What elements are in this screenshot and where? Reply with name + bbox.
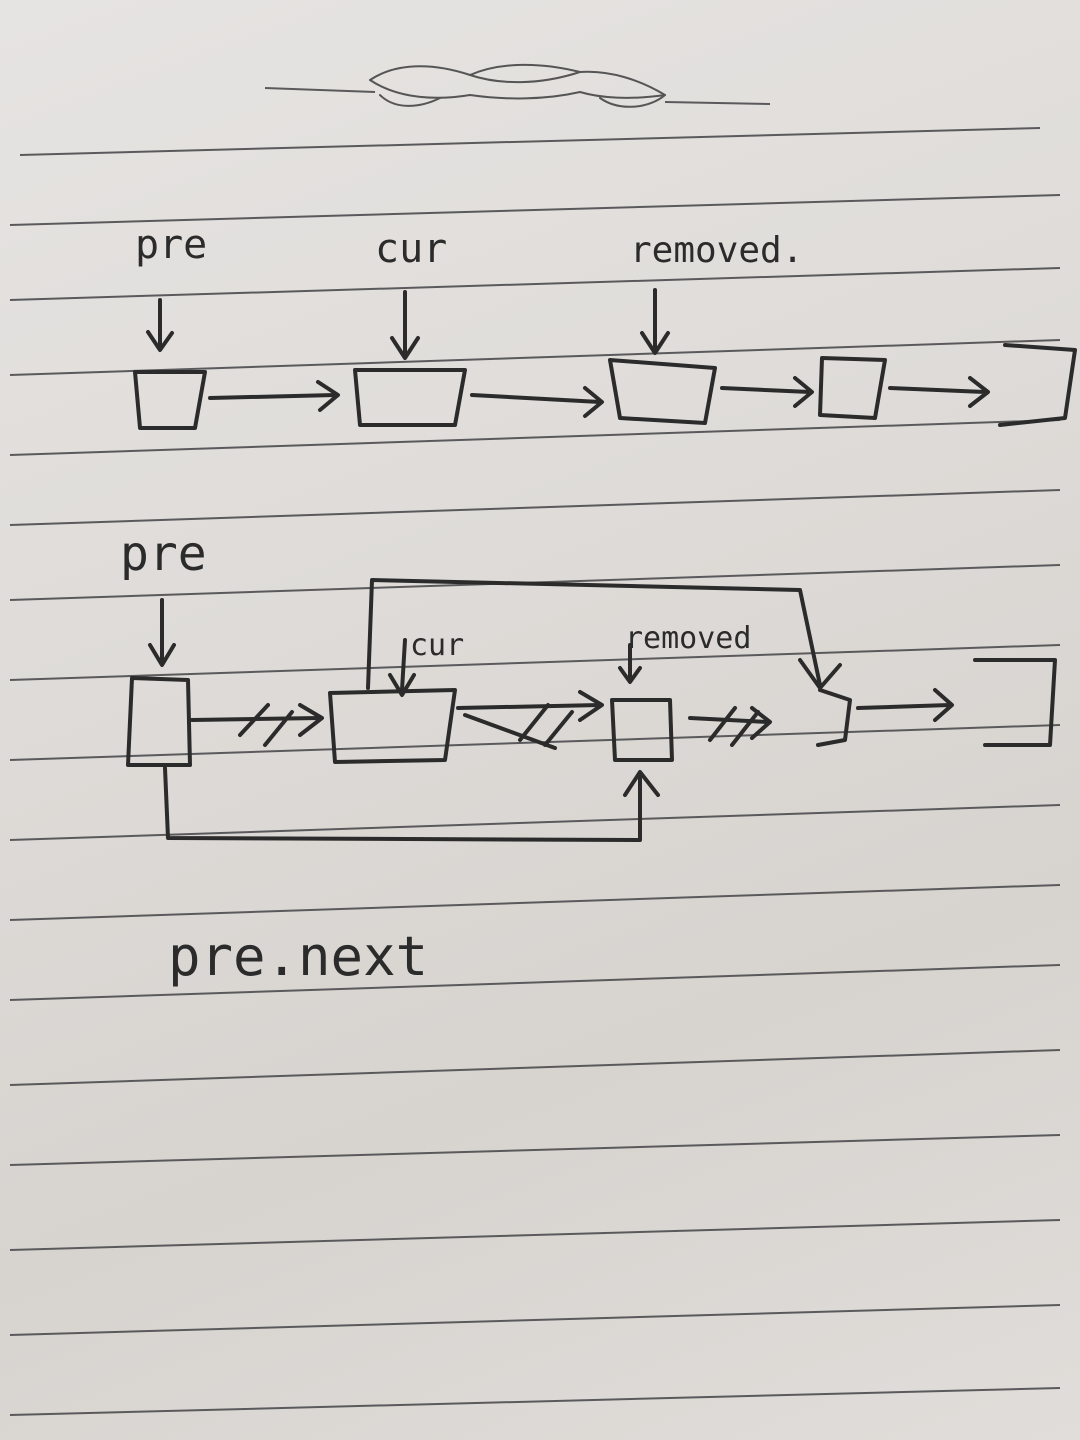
bottom-link-cur-removed-crossout <box>463 703 574 750</box>
bottom-link-pre-cur-crossout <box>238 703 294 747</box>
top-label-cur: cur <box>375 226 447 272</box>
top-link-3-4 <box>720 376 814 408</box>
bottom-node-removed <box>610 698 674 762</box>
top-linked-list: pre cur removed. <box>133 222 1077 430</box>
top-node-5 <box>998 343 1077 427</box>
bottom-node-pre <box>126 676 192 767</box>
top-pre-pointer-arrow <box>146 298 174 352</box>
top-label-pre: pre <box>135 222 207 268</box>
bottom-node-4 <box>816 688 852 747</box>
top-link-2-3 <box>470 386 604 418</box>
bottom-node-5 <box>973 658 1057 747</box>
ruled-lines <box>9 127 1061 1416</box>
top-node-3 <box>608 358 717 425</box>
bottom-link-pre-cur-crossed <box>190 703 324 737</box>
bottom-cur-pointer-arrow <box>388 638 416 697</box>
bottom-link-cur-removed-crossed <box>456 690 604 722</box>
bottom-node-cur <box>328 688 457 764</box>
bottom-label-cur: cur <box>410 628 464 663</box>
top-removed-pointer-arrow <box>640 288 670 355</box>
bottom-removed-pointer-arrow <box>618 643 642 684</box>
bottom-pre-pointer-arrow <box>148 598 176 667</box>
bottom-link-removed-4-crossout <box>708 706 760 747</box>
top-node-2 <box>353 368 467 427</box>
bottom-link-cur-to-node4 <box>366 578 842 690</box>
pre-next-label: pre.next <box>168 925 428 988</box>
bottom-linked-list: pre cur removed pre.next <box>120 526 1057 988</box>
top-node-4 <box>818 356 887 420</box>
bottom-label-pre: pre <box>120 526 207 582</box>
top-link-4-5 <box>888 376 990 408</box>
bottom-label-removed: removed <box>625 621 751 656</box>
top-cur-pointer-arrow <box>390 290 420 360</box>
header-ornament <box>264 63 771 108</box>
top-link-1-2 <box>208 380 340 412</box>
bottom-link-4-5 <box>856 688 954 722</box>
top-node-1 <box>133 370 207 430</box>
bottom-link-pre-to-removed <box>163 766 660 842</box>
top-label-removed: removed. <box>630 230 803 271</box>
